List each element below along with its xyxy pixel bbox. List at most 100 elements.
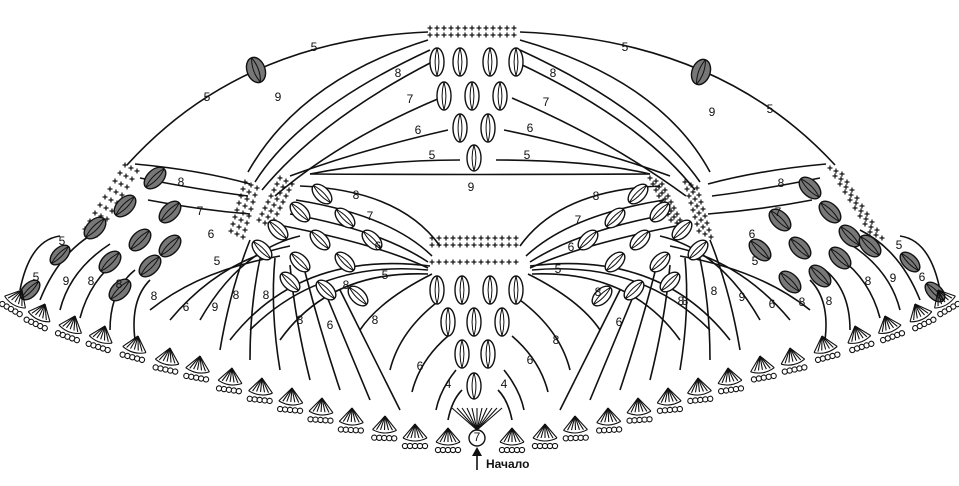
edge-fan: [531, 423, 559, 450]
chain-arc: [229, 262, 431, 341]
shell-stitch: [143, 166, 167, 190]
shell-stitch: [49, 244, 71, 266]
chain-count-label: 8: [682, 294, 689, 308]
shell-stitch: [128, 228, 152, 252]
chain-arc: [707, 199, 813, 215]
edge-fan: [626, 397, 653, 424]
shell-stitch: [659, 271, 681, 293]
chain-count-label: 6: [749, 227, 756, 241]
shell-stitches: [19, 47, 946, 400]
chain-count-label: 5: [59, 234, 66, 248]
shell-stitch: [748, 238, 772, 262]
chain-arc: [511, 335, 549, 393]
edge-fan: [23, 303, 51, 332]
shell-stitch: [309, 229, 331, 251]
chain-count-label: 7: [197, 204, 204, 218]
chain-count-label: 8: [553, 333, 560, 347]
chain-arc: [527, 273, 601, 331]
shell-stitch: [690, 58, 712, 86]
chain-arc: [289, 129, 449, 177]
chain-arc: [697, 249, 711, 361]
shell-stitch: [108, 278, 132, 302]
chain-count-label: 6: [327, 318, 334, 332]
chain-count-label: 7: [775, 205, 782, 219]
edge-fan: [717, 367, 745, 395]
chain-arc: [295, 199, 433, 257]
shell-stitch: [429, 47, 445, 77]
shell-stitch: [482, 47, 498, 77]
left-mid-block: [256, 175, 295, 229]
chain-count-label: 6: [183, 300, 190, 314]
chain-count-label: 5: [214, 254, 221, 268]
chain-arc: [511, 97, 687, 197]
chain-arc: [503, 129, 671, 177]
shell-stitch: [440, 307, 456, 337]
chain-count-label: 8: [678, 294, 685, 308]
chain-arc: [339, 289, 401, 411]
edge-fan: [434, 427, 462, 454]
top-stitch-block: [427, 25, 517, 38]
edge-fans: [0, 289, 959, 454]
chain-count-label: 8: [711, 284, 718, 298]
chain-count-label: 6: [527, 353, 534, 367]
shell-stitch: [466, 307, 482, 337]
chain-count-label: 9: [739, 290, 746, 304]
chain-count-label: 5: [524, 148, 531, 162]
chain-arc: [274, 97, 441, 197]
shell-stitch: [508, 275, 524, 305]
start-ring-number: 7: [474, 430, 481, 444]
chain-count-label: 8: [263, 288, 270, 302]
chain-arc: [707, 163, 827, 185]
edge-fan: [85, 325, 113, 354]
chain-count-label: 8: [778, 176, 785, 190]
shell-stitch: [808, 264, 832, 288]
chain-arc: [247, 39, 429, 173]
edge-fan: [847, 325, 875, 354]
edge-fan: [780, 347, 808, 375]
chain-count-label: 9: [890, 271, 897, 285]
shell-stitch: [98, 250, 122, 274]
shell-stitch: [899, 251, 921, 273]
chain-count-label: 8: [593, 189, 600, 203]
chain-count-label: 8: [343, 278, 350, 292]
edge-fan: [750, 355, 777, 383]
edge-fan: [498, 427, 526, 454]
shell-stitch: [83, 216, 107, 240]
shell-stitch: [334, 251, 356, 273]
shell-stitch: [245, 56, 267, 84]
chain-count-label: 5: [752, 254, 759, 268]
edge-fan: [307, 397, 334, 424]
chain-arc: [669, 245, 791, 321]
chain-count-label: 7: [575, 213, 582, 227]
edge-fan: [371, 415, 398, 442]
chain-count-label: 6: [208, 227, 215, 241]
shell-stitch: [649, 251, 671, 273]
shell-stitch: [158, 234, 182, 258]
chain-count-label: 9: [212, 300, 219, 314]
chain-arc: [411, 335, 449, 393]
shell-stitch: [492, 81, 508, 111]
chain-count-label: 8: [865, 274, 872, 288]
shell-stitch: [279, 271, 301, 293]
start-label: Начало: [486, 457, 529, 471]
chain-arc: [531, 267, 711, 331]
shell-stitch: [480, 113, 496, 143]
chain-arc: [619, 271, 656, 391]
chain-arcs: [19, 31, 941, 421]
edge-fan: [246, 377, 273, 405]
edge-fan: [877, 315, 906, 344]
shell-stitch: [361, 229, 383, 251]
chain-arc: [519, 39, 711, 173]
chain-count-label: 8: [372, 313, 379, 327]
chain-arc: [359, 273, 433, 331]
edge-fan: [276, 387, 304, 414]
chain-count-label: 5: [33, 270, 40, 284]
chain-count-label: 5: [622, 40, 629, 54]
chain-count-label: 4: [445, 377, 452, 391]
chain-arc: [849, 243, 901, 311]
start-ring: 7: [468, 429, 486, 447]
shell-stitch: [687, 239, 709, 261]
chain-count-label: 8: [799, 295, 806, 309]
shell-stitch: [267, 219, 289, 241]
